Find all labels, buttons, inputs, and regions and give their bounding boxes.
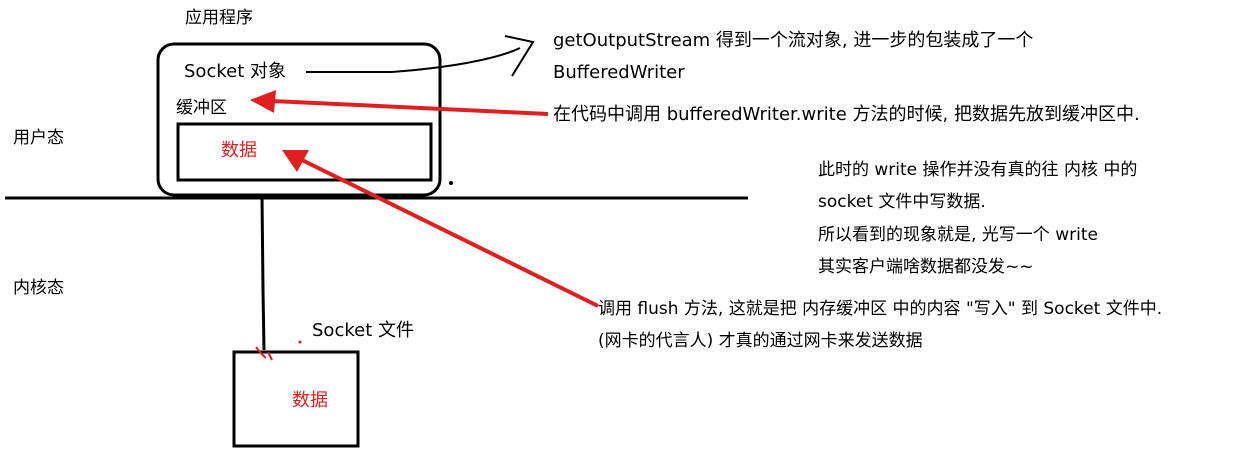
connector-to-socket-file: [260, 195, 266, 351]
socket-file-box: [232, 350, 360, 448]
note-write-effect-line-3: 所以看到的现象就是, 光写一个 write: [818, 225, 1098, 245]
buffer-data-label: 数据: [221, 140, 257, 161]
note-write-effect-line-2: socket 文件中写数据.: [818, 192, 986, 212]
buffer-box: [176, 122, 433, 182]
socket-object-label: Socket 对象: [184, 61, 286, 82]
note-write-call: 在代码中调用 bufferedWriter.write 方法的时候, 把数据先放…: [553, 104, 1140, 125]
red-dot: [298, 340, 302, 344]
buffer-label: 缓冲区: [176, 98, 227, 118]
flush-arrow-head: [282, 150, 309, 172]
flush-arrow-line: [301, 158, 599, 308]
note-write-effect-line-1: 此时的 write 操作并没有真的往 内核 中的: [818, 160, 1138, 180]
output-stream-pointer: [391, 35, 535, 77]
write-arrow-line: [271, 99, 549, 116]
note-output-stream-line-2: BufferedWriter: [553, 62, 685, 83]
note-output-stream-line-1: getOutputStream 得到一个流对象, 进一步的包装成了一个: [553, 30, 1034, 51]
app-box: [156, 42, 442, 197]
note-write-effect-line-4: 其实客户端啥数据都没发~~: [818, 257, 1034, 277]
kernel-mode-label: 内核态: [13, 278, 64, 298]
write-arrow-head: [250, 90, 276, 113]
file-data-label: 数据: [292, 390, 328, 411]
user-mode-label: 用户态: [13, 128, 64, 148]
dot-mark: [449, 181, 453, 185]
red-scribble: [255, 346, 273, 361]
note-flush-line-2: (网卡的代言人) 才真的通过网卡来发送数据: [598, 331, 923, 351]
app-label: 应用程序: [185, 8, 253, 28]
socket-file-label: Socket 文件: [312, 320, 414, 341]
note-flush-line-1: 调用 flush 方法, 这就是把 内存缓冲区 中的内容 "写入" 到 Sock…: [598, 299, 1163, 319]
